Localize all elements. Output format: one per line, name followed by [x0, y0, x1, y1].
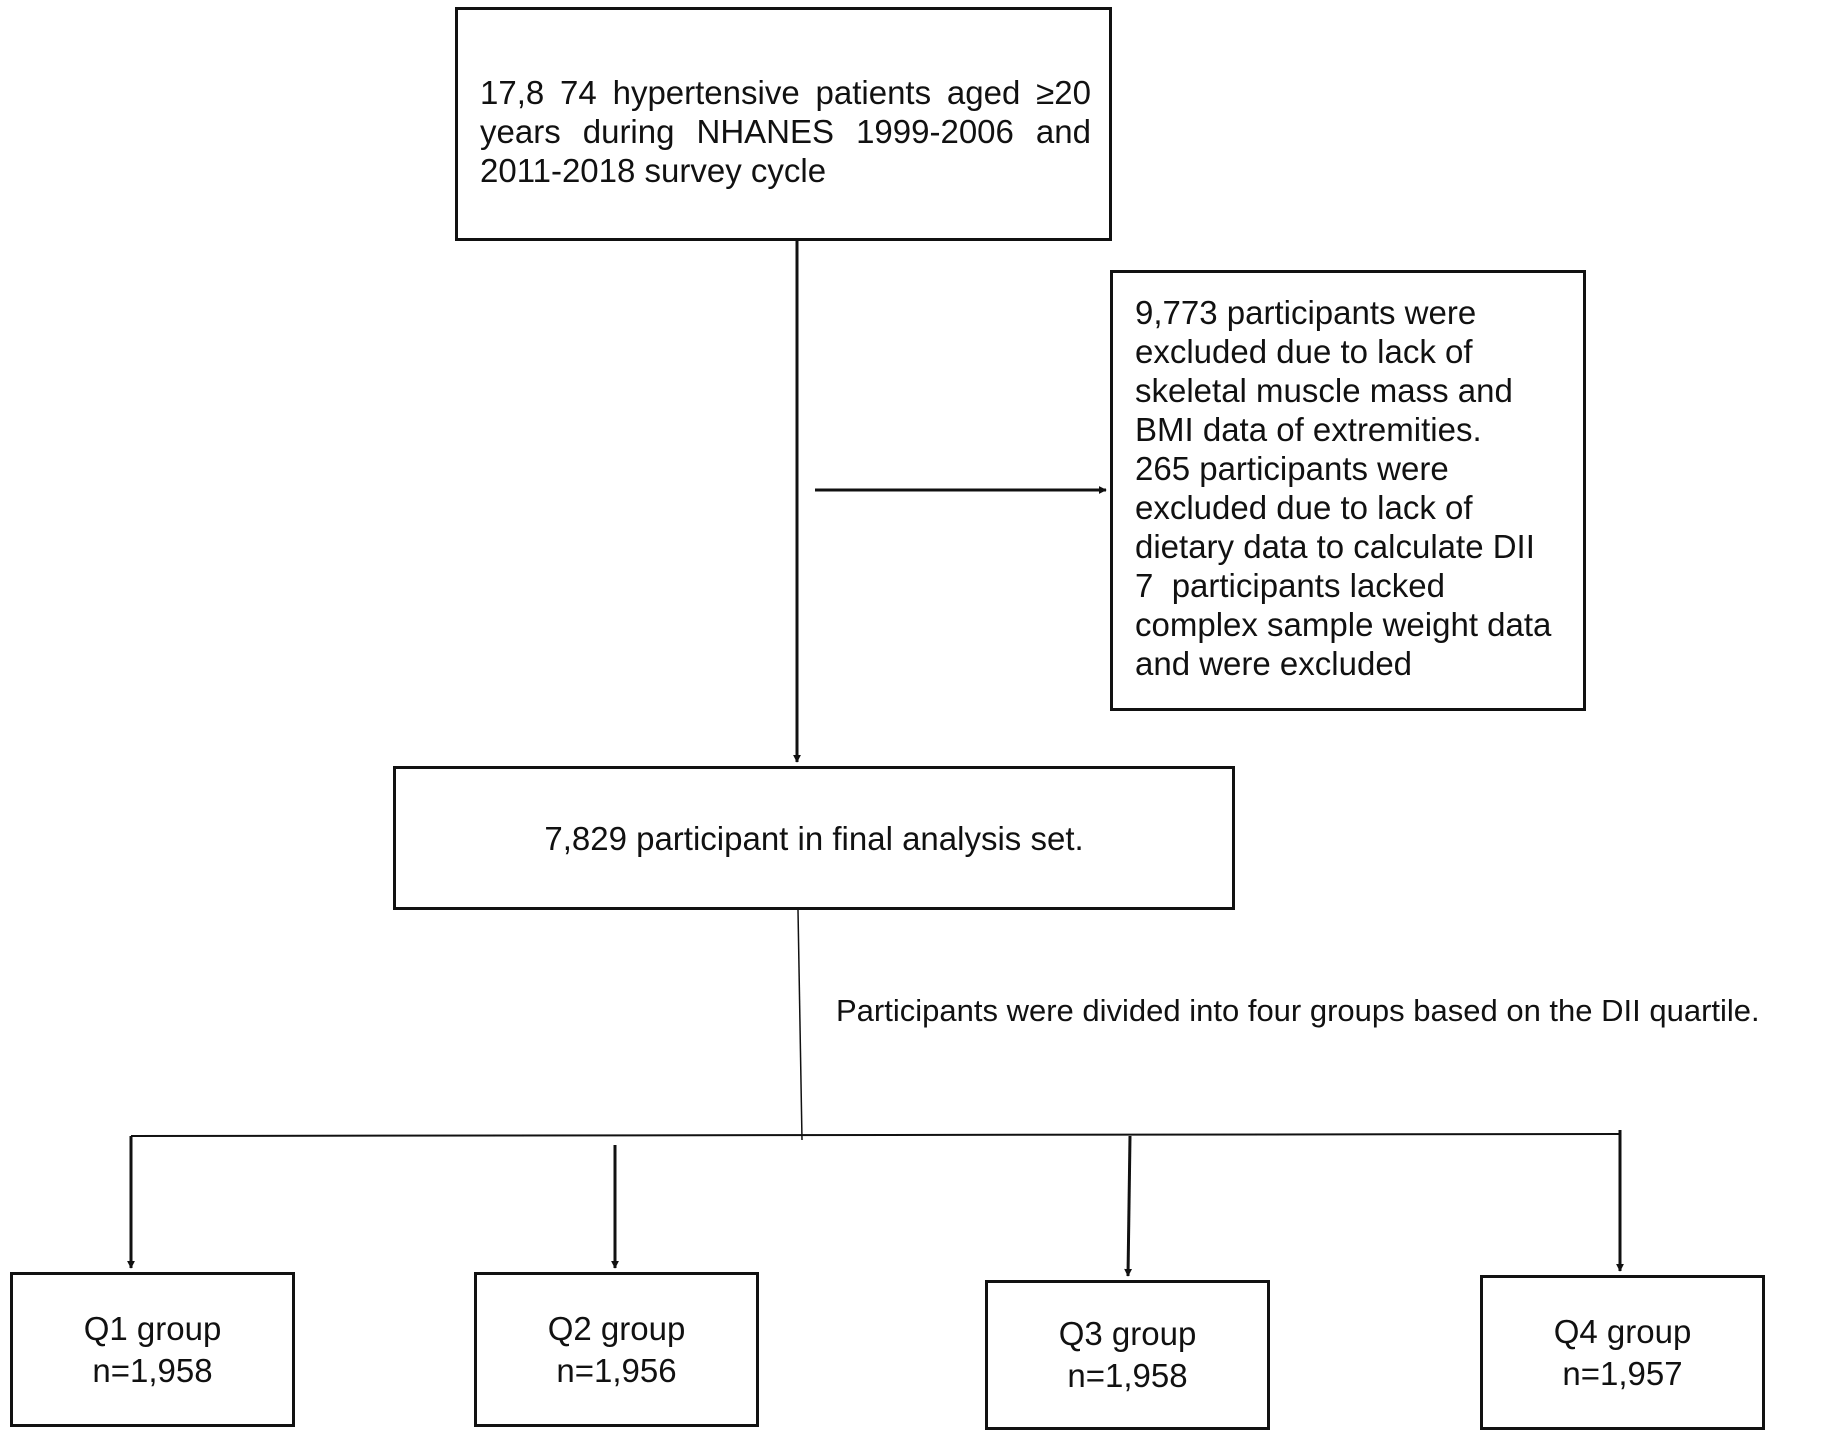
final-analysis-box: 7,829 participant in final analysis set. [393, 766, 1235, 910]
exclusion-line: dietary data to calculate DII [1135, 528, 1535, 565]
initial-population-box: 17,8 74 hypertensive patients aged ≥20 y… [455, 7, 1112, 241]
group-box-q4: Q4 group n=1,957 [1480, 1275, 1765, 1430]
exclusion-line: and were excluded [1135, 645, 1413, 682]
group-name: Q2 group [547, 1309, 686, 1347]
final-analysis-text: 7,829 participant in final analysis set. [544, 819, 1084, 857]
arrow-to-q3 [1124, 1135, 1133, 1277]
group-box-q3: Q3 group n=1,958 [985, 1280, 1270, 1430]
initial-population-text: 17,8 74 hypertensive patients aged ≥20 y… [480, 74, 1091, 189]
split-horizontal-line [130, 1133, 1621, 1137]
group-count: n=1,958 [1067, 1357, 1188, 1394]
group-count: n=1,956 [556, 1351, 677, 1389]
exclusion-line: 7 participants lacked [1135, 567, 1446, 604]
group-name: Q1 group [83, 1309, 222, 1347]
group-count: n=1,957 [1562, 1354, 1683, 1392]
exclusion-line: complex sample weight data [1135, 606, 1552, 643]
group-name: Q4 group [1553, 1312, 1692, 1350]
exclusion-criteria-text: 9,773 participants were excluded due to … [1135, 293, 1569, 683]
exclusion-line: 9,773 participants were [1135, 294, 1477, 331]
exclusion-line: skeletal muscle mass and [1135, 372, 1513, 409]
group-count: n=1,958 [92, 1351, 213, 1389]
line-final-to-split [797, 909, 803, 1141]
quartile-split-label: Participants were divided into four grou… [836, 993, 1760, 1028]
exclusion-criteria-box: 9,773 participants were excluded due to … [1110, 270, 1586, 711]
group-box-q1: Q1 group n=1,958 [10, 1272, 295, 1427]
exclusion-line: excluded due to lack of [1135, 333, 1473, 370]
exclusion-line: excluded due to lack of [1135, 489, 1473, 526]
exclusion-line: BMI data of extremities. [1135, 411, 1482, 448]
exclusion-line: 265 participants were [1135, 450, 1449, 487]
group-box-q2: Q2 group n=1,956 [474, 1272, 759, 1427]
group-name: Q3 group [1058, 1315, 1197, 1352]
